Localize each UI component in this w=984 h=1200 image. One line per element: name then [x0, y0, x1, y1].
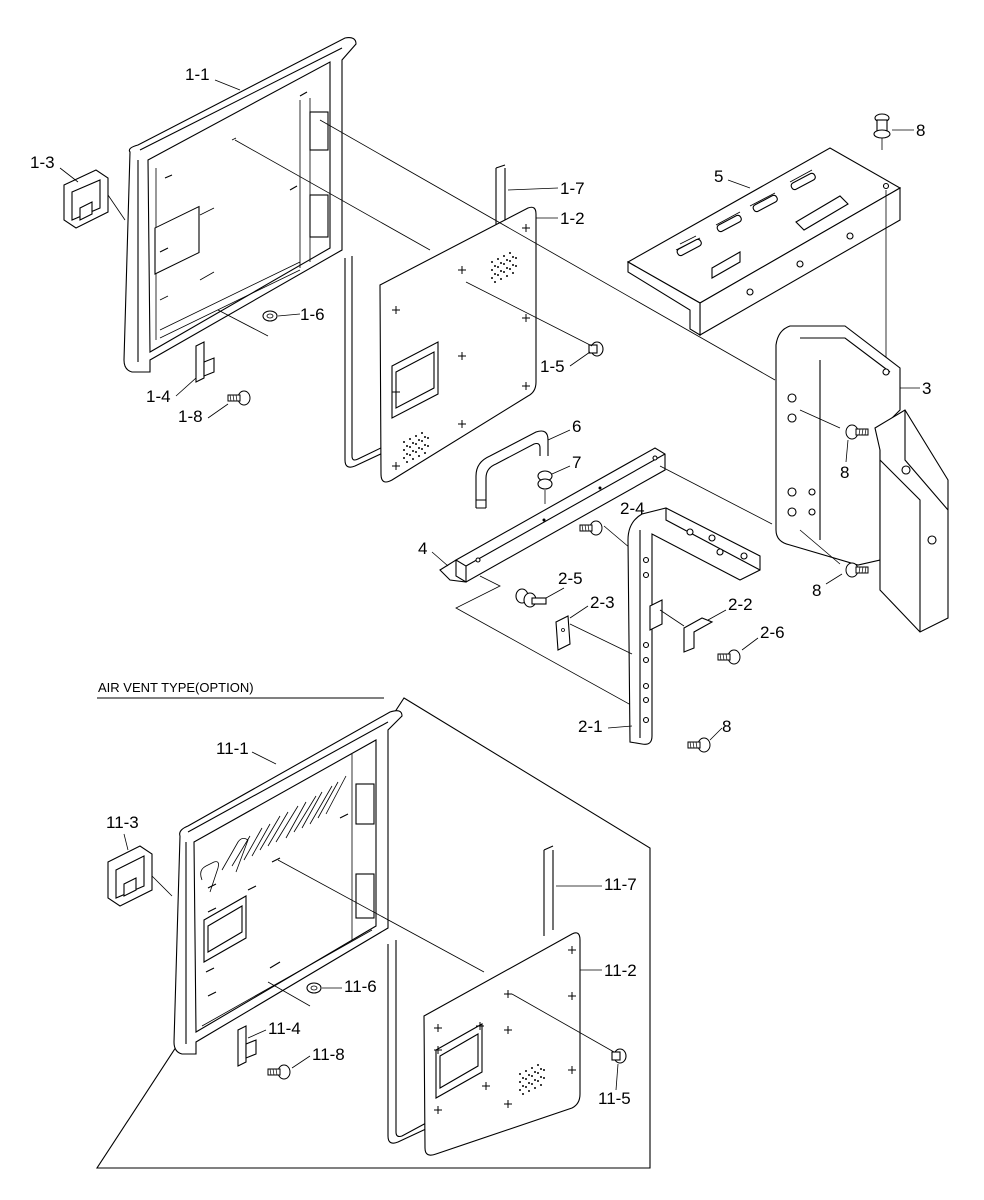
- plug-1-5: [465, 281, 604, 357]
- air-vent-section-title: AIR VENT TYPE(OPTION): [98, 680, 254, 695]
- weatherstrip-1-7: [344, 164, 506, 468]
- label-3: 3: [922, 379, 931, 398]
- label-1-5: 1-5: [540, 357, 565, 376]
- label-1-4: 1-4: [146, 387, 171, 406]
- label-8-mid: 8: [840, 463, 849, 482]
- weatherstrip-11-7: [387, 845, 554, 1144]
- support-bracket-2-1: [627, 507, 761, 745]
- bolt-2-4: [579, 520, 603, 536]
- label-8-low: 8: [812, 581, 821, 600]
- label-1-7: 1-7: [560, 179, 585, 198]
- label-5: 5: [714, 167, 723, 186]
- handle-1-3: [63, 169, 126, 229]
- label-1-8: 1-8: [178, 407, 203, 426]
- label-1-2: 1-2: [560, 209, 585, 228]
- label-11-6: 11-6: [344, 977, 377, 996]
- door-frame-1-1: [123, 37, 357, 373]
- plate-2-2: [659, 609, 714, 653]
- mount-bracket-5: [626, 147, 902, 336]
- door-frame-11-1: [173, 710, 403, 1055]
- bolt-2-6: [717, 649, 741, 665]
- label-2-3: 2-3: [590, 593, 615, 612]
- label-11-8: 11-8: [312, 1045, 345, 1064]
- label-8-top: 8: [916, 121, 925, 140]
- label-11-4: 11-4: [268, 1019, 301, 1038]
- label-2-4: 2-4: [620, 499, 645, 518]
- grommet-1-6: [217, 309, 278, 337]
- side-bracket-3: [775, 325, 949, 633]
- label-1-6: 1-6: [300, 305, 325, 324]
- plate-2-3: [555, 615, 633, 655]
- inner-panel-1-2: [379, 206, 537, 483]
- handle-6: [475, 430, 549, 509]
- label-2-6: 2-6: [760, 623, 785, 642]
- label-2-1: 2-1: [578, 717, 603, 736]
- label-1-3: 1-3: [30, 153, 55, 172]
- label-4: 4: [418, 539, 427, 558]
- label-11-2: 11-2: [604, 961, 637, 980]
- grommet-7: [537, 470, 553, 504]
- label-11-7: 11-7: [604, 875, 637, 894]
- label-1-1: 1-1: [185, 65, 241, 91]
- label-8-bottom: 8: [722, 717, 731, 736]
- label-11-3: 11-3: [106, 813, 139, 832]
- label-11-1: 11-1: [216, 739, 249, 758]
- plug-11-5: [511, 993, 627, 1064]
- latch-1-4: [195, 341, 215, 383]
- handle-11-3: [107, 845, 173, 907]
- bolt-8-bottom: [687, 737, 711, 753]
- grommet-11-6: [267, 981, 322, 1007]
- label-2-5: 2-5: [558, 569, 583, 588]
- label-2-2: 2-2: [728, 595, 753, 614]
- latch-11-4: [237, 1025, 257, 1067]
- label-6: 6: [572, 417, 581, 436]
- label-1-1-text: 1-1: [185, 65, 210, 84]
- label-11-5: 11-5: [598, 1089, 631, 1108]
- angle-bar-4: [439, 447, 773, 583]
- bolt-1-8: [227, 390, 251, 406]
- bolt-11-8: [267, 1064, 291, 1080]
- label-7: 7: [572, 453, 581, 472]
- inner-panel-11-2: [423, 932, 581, 1156]
- bolt-2-5: [515, 588, 547, 608]
- bolt-8-top: [873, 113, 891, 150]
